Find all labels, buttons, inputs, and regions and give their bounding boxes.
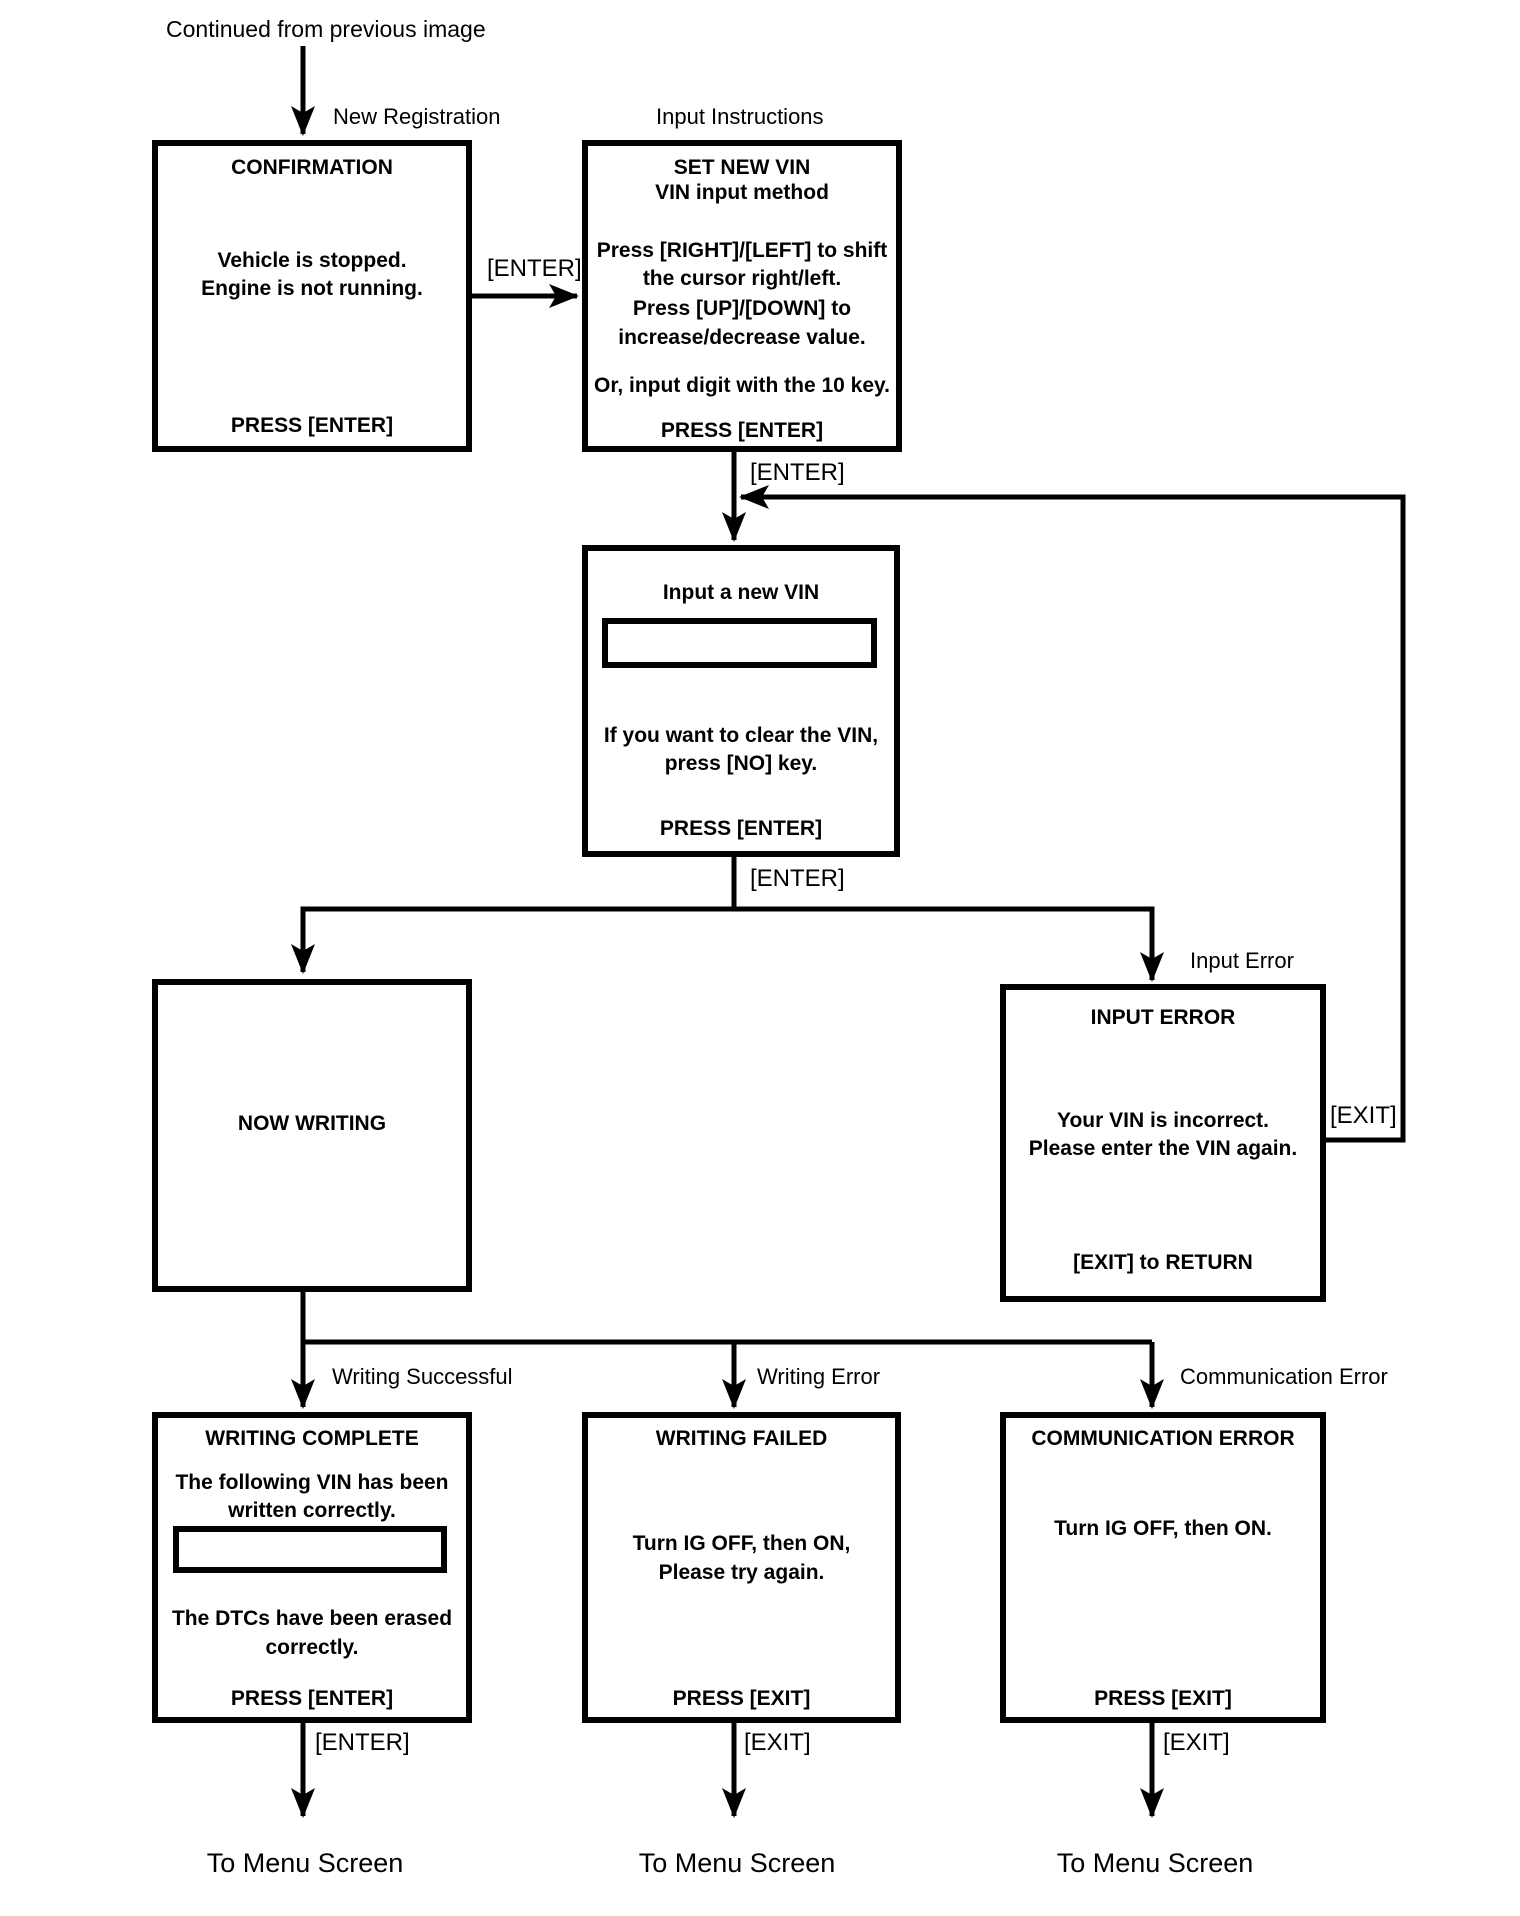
branch-label-input-error: Input Error (1190, 948, 1294, 973)
node-now-writing: NOW WRITING (152, 979, 472, 1292)
node-body-line: Please try again. (658, 1561, 825, 1584)
node-body-line: The following VIN has been (175, 1471, 449, 1494)
node-title: WRITING COMPLETE (205, 1427, 419, 1450)
node-footer: PRESS [ENTER] (659, 817, 823, 840)
vin-result-field (173, 1526, 447, 1573)
arrow-input-to-input-error (734, 906, 1164, 982)
node-footer: PRESS [ENTER] (660, 419, 824, 442)
node-title: CONFIRMATION (231, 156, 393, 179)
node-footer: [EXIT] to RETURN (1073, 1251, 1253, 1274)
node-title: COMMUNICATION ERROR (1031, 1427, 1295, 1450)
node-body-line: Please enter the VIN again. (1028, 1137, 1298, 1160)
node-title: INPUT ERROR (1090, 1006, 1236, 1029)
node-title: WRITING FAILED (655, 1427, 828, 1450)
node-footer: PRESS [ENTER] (230, 414, 394, 437)
node-body-line: The DTCs have been erased (171, 1607, 453, 1630)
vin-input-field (602, 618, 877, 668)
node-body-line: written correctly. (228, 1499, 396, 1522)
node-body-line: If you want to clear the VIN, (603, 724, 879, 747)
edge-label-enter-3: [ENTER] (750, 865, 845, 892)
node-body-line: Your VIN is incorrect. (1057, 1109, 1269, 1132)
branch-label-new-registration: New Registration (333, 104, 501, 129)
node-body-line: the cursor right/left. (642, 267, 842, 290)
terminal-to-menu-1: To Menu Screen (206, 1848, 404, 1878)
edge-label-enter-4: [ENTER] (315, 1729, 410, 1756)
edge-label-enter-2: [ENTER] (750, 459, 845, 486)
node-body-line: press [NO] key. (664, 752, 818, 775)
arrow-exit-feedback-loop (739, 485, 1406, 1143)
node-footer: PRESS [EXIT] (672, 1687, 811, 1710)
branch-label-communication-error: Communication Error (1180, 1364, 1388, 1389)
node-writing-failed: WRITING FAILED Turn IG OFF, then ON, Ple… (582, 1412, 901, 1723)
node-confirmation: CONFIRMATION Vehicle is stopped. Engine … (152, 140, 472, 452)
node-footer: PRESS [ENTER] (230, 1687, 394, 1710)
node-body-line: increase/decrease value. (618, 326, 866, 349)
node-input-new-vin: Input a new VIN If you want to clear the… (582, 545, 900, 857)
edge-label-exit-3: [EXIT] (1163, 1729, 1230, 1756)
node-body-line: Press [RIGHT]/[LEFT] to shift (596, 239, 888, 262)
node-body-line: Turn IG OFF, then ON. (1054, 1517, 1272, 1540)
edge-label-exit-loop: [EXIT] (1330, 1102, 1397, 1129)
branch-label-writing-error: Writing Error (757, 1364, 881, 1389)
branch-label-input-instructions: Input Instructions (656, 104, 824, 129)
node-input-error: INPUT ERROR Your VIN is incorrect. Pleas… (1000, 984, 1326, 1302)
terminal-to-menu-2: To Menu Screen (638, 1848, 836, 1878)
terminal-to-menu-3: To Menu Screen (1056, 1848, 1254, 1878)
edge-label-exit-2: [EXIT] (744, 1729, 811, 1756)
node-subtitle: VIN input method (655, 181, 829, 204)
node-body-line: Vehicle is stopped. (217, 249, 407, 272)
node-title: NOW WRITING (237, 1112, 387, 1135)
node-body-line: Press [UP]/[DOWN] to (632, 297, 852, 320)
node-set-new-vin: SET NEW VIN VIN input method Press [RIGH… (582, 140, 902, 452)
node-footer: PRESS [EXIT] (1094, 1687, 1232, 1710)
node-communication-error: COMMUNICATION ERROR Turn IG OFF, then ON… (1000, 1412, 1326, 1723)
branch-label-writing-successful: Writing Successful (332, 1364, 513, 1389)
node-body-line: Engine is not running. (201, 277, 423, 300)
node-writing-complete: WRITING COMPLETE The following VIN has b… (152, 1412, 472, 1723)
node-body-line: correctly. (265, 1636, 359, 1659)
node-title: Input a new VIN (662, 581, 820, 604)
node-title: SET NEW VIN (673, 156, 811, 179)
arrow-input-to-now-writing (291, 857, 737, 974)
node-body-line: Turn IG OFF, then ON, (632, 1532, 851, 1555)
edge-label-enter-1: [ENTER] (487, 255, 582, 282)
continued-from-previous-label: Continued from previous image (166, 16, 486, 42)
node-body-line: Or, input digit with the 10 key. (594, 374, 890, 397)
